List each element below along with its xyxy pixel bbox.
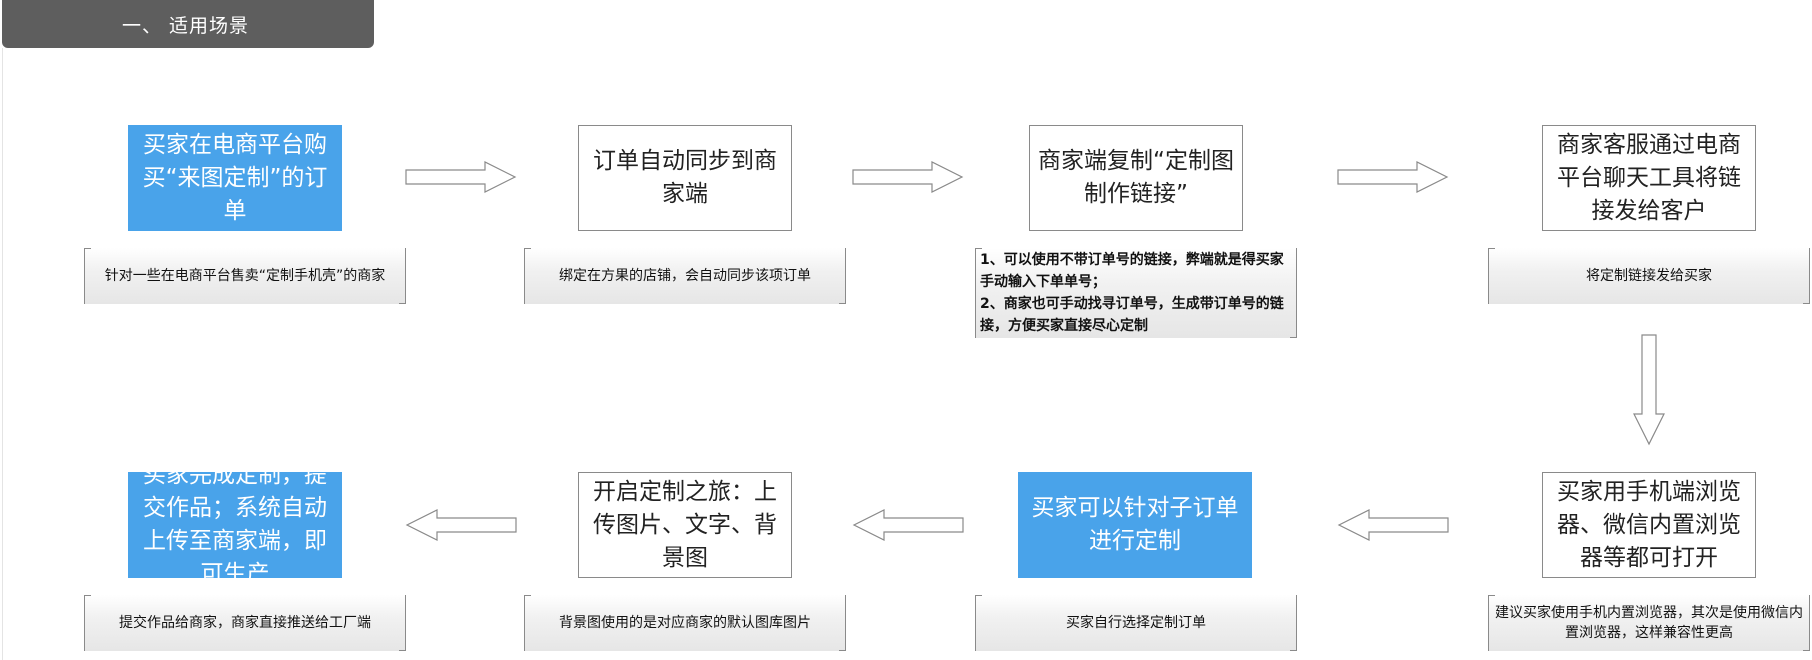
step-6-note-text: 买家自行选择定制订单 bbox=[1066, 615, 1206, 631]
step-3-text: 商家端复制“定制图制作链接” bbox=[1038, 148, 1234, 207]
step-8-box: 买家完成定制，提交作品；系统自动上传至商家端，即可生产 bbox=[128, 462, 342, 587]
step-2-note: 绑定在方果的店铺，会自动同步该项订单 bbox=[524, 248, 846, 304]
step-5-note-text: 建议买家使用手机内置浏览器，其次是使用微信内置浏览器，这样兼容性更高 bbox=[1495, 605, 1803, 641]
step-7-box: 开启定制之旅：上传图片、文字、背景图 bbox=[578, 472, 792, 578]
step-6-note: 买家自行选择定制订单 bbox=[975, 595, 1297, 651]
left-divider bbox=[2, 48, 3, 660]
step-8-note-text: 提交作品给商家，商家直接推送给工厂端 bbox=[119, 615, 371, 631]
section-header: 一、 适用场景 bbox=[2, 0, 374, 48]
arrow-left-6 bbox=[852, 509, 964, 541]
step-4-note: 将定制链接发给买家 bbox=[1488, 248, 1810, 304]
arrow-right-1 bbox=[405, 161, 517, 193]
arrow-down-4 bbox=[1633, 334, 1665, 446]
step-4-note-text: 将定制链接发给买家 bbox=[1586, 268, 1712, 284]
step-7-note: 背景图使用的是对应商家的默认图库图片 bbox=[524, 595, 846, 651]
step-5-note: 建议买家使用手机内置浏览器，其次是使用微信内置浏览器，这样兼容性更高 bbox=[1488, 595, 1810, 651]
step-4-text: 商家客服通过电商平台聊天工具将链接发给客户 bbox=[1557, 131, 1741, 224]
step-1-box: 买家在电商平台购买“来图定制”的订单 bbox=[128, 125, 342, 231]
arrow-left-5 bbox=[1337, 509, 1449, 541]
arrow-right-3 bbox=[1337, 161, 1449, 193]
step-2-note-text: 绑定在方果的店铺，会自动同步该项订单 bbox=[559, 268, 811, 284]
step-2-box: 订单自动同步到商家端 bbox=[578, 125, 792, 231]
step-4-box: 商家客服通过电商平台聊天工具将链接发给客户 bbox=[1542, 125, 1756, 231]
arrow-right-2 bbox=[852, 161, 964, 193]
step-6-box: 买家可以针对子订单进行定制 bbox=[1018, 472, 1252, 578]
step-1-text: 买家在电商平台购买“来图定制”的订单 bbox=[142, 131, 328, 224]
step-8-text: 买家完成定制，提交作品；系统自动上传至商家端，即可生产 bbox=[143, 462, 327, 587]
step-2-text: 订单自动同步到商家端 bbox=[593, 148, 777, 207]
step-5-box: 买家用手机端浏览器、微信内置浏览器等都可打开 bbox=[1542, 472, 1756, 578]
arrow-left-7 bbox=[405, 509, 517, 541]
step-3-note: 1、可以使用不带订单号的链接，弊端就是得买家手动输入下单单号； 2、商家也可手动… bbox=[975, 248, 1297, 338]
step-1-note-text: 针对一些在电商平台售卖“定制手机壳”的商家 bbox=[104, 268, 386, 284]
step-6-text: 买家可以针对子订单进行定制 bbox=[1031, 495, 1239, 554]
step-3-note-text: 1、可以使用不带订单号的链接，弊端就是得买家手动输入下单单号； 2、商家也可手动… bbox=[980, 252, 1284, 334]
step-7-text: 开启定制之旅：上传图片、文字、背景图 bbox=[593, 478, 777, 571]
step-3-box: 商家端复制“定制图制作链接” bbox=[1029, 125, 1243, 231]
step-5-text: 买家用手机端浏览器、微信内置浏览器等都可打开 bbox=[1557, 478, 1741, 571]
step-1-note: 针对一些在电商平台售卖“定制手机壳”的商家 bbox=[84, 248, 406, 304]
section-title: 一、 适用场景 bbox=[122, 15, 250, 37]
step-7-note-text: 背景图使用的是对应商家的默认图库图片 bbox=[559, 615, 811, 631]
step-8-note: 提交作品给商家，商家直接推送给工厂端 bbox=[84, 595, 406, 651]
